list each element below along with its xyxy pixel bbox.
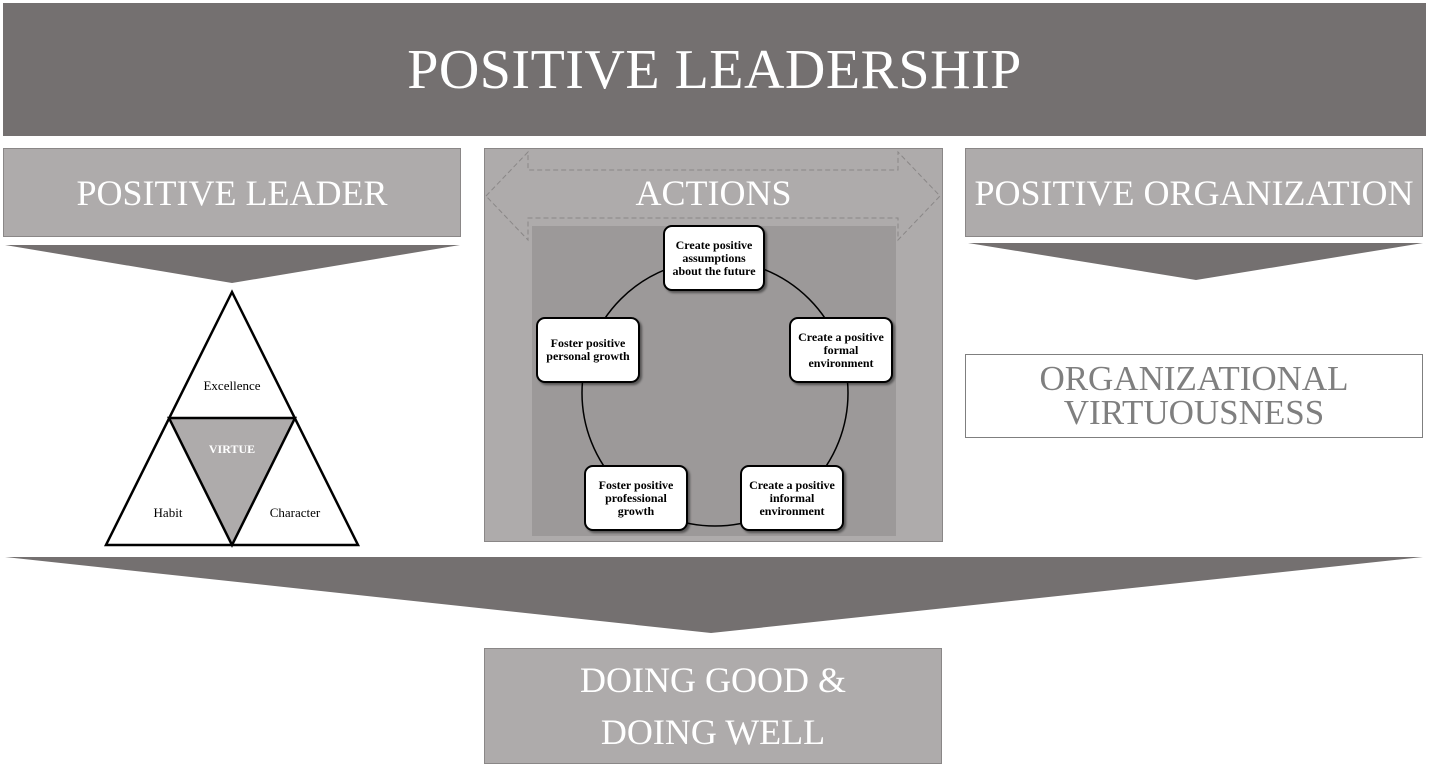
positive-organization-box: POSITIVE ORGANIZATION bbox=[965, 148, 1423, 237]
stage-future-assumptions: Create positive assumptions about the fu… bbox=[663, 225, 765, 291]
virtuousness-line-2: VIRTUOUSNESS bbox=[1063, 393, 1325, 432]
virtue-label: VIRTUE bbox=[208, 442, 256, 456]
habit-label: Habit bbox=[153, 505, 183, 520]
outcome-line-2: DOING WELL bbox=[600, 712, 826, 752]
character-label: Character bbox=[269, 505, 321, 520]
stage-informal-environment: Create a positive informal environment bbox=[740, 465, 844, 531]
virtuousness-line-1: ORGANIZATIONAL bbox=[1039, 359, 1349, 398]
stage-personal-growth: Foster positive personal growth bbox=[536, 317, 640, 383]
actions-heading: ACTIONS bbox=[635, 173, 792, 213]
organizational-virtuousness-box: ORGANIZATIONAL VIRTUOUSNESS bbox=[965, 354, 1423, 438]
outcome-line-1: DOING GOOD & bbox=[580, 660, 846, 700]
organization-down-arrow bbox=[968, 243, 1423, 280]
excellence-label: Excellence bbox=[203, 378, 261, 393]
outcome-box: DOING GOOD & DOING WELL bbox=[484, 648, 942, 764]
diagram-title: POSITIVE LEADERSHIP bbox=[3, 3, 1426, 136]
stage-formal-environment: Create a positive formal environment bbox=[789, 317, 893, 383]
positive-leader-box: POSITIVE LEADER bbox=[3, 148, 461, 237]
actions-double-arrow bbox=[485, 150, 941, 242]
stage-professional-growth: Foster positive professional growth bbox=[584, 465, 688, 531]
virtue-center-triangle bbox=[166, 416, 298, 548]
outcome-down-arrow bbox=[5, 557, 1423, 633]
leader-down-arrow bbox=[5, 245, 460, 283]
